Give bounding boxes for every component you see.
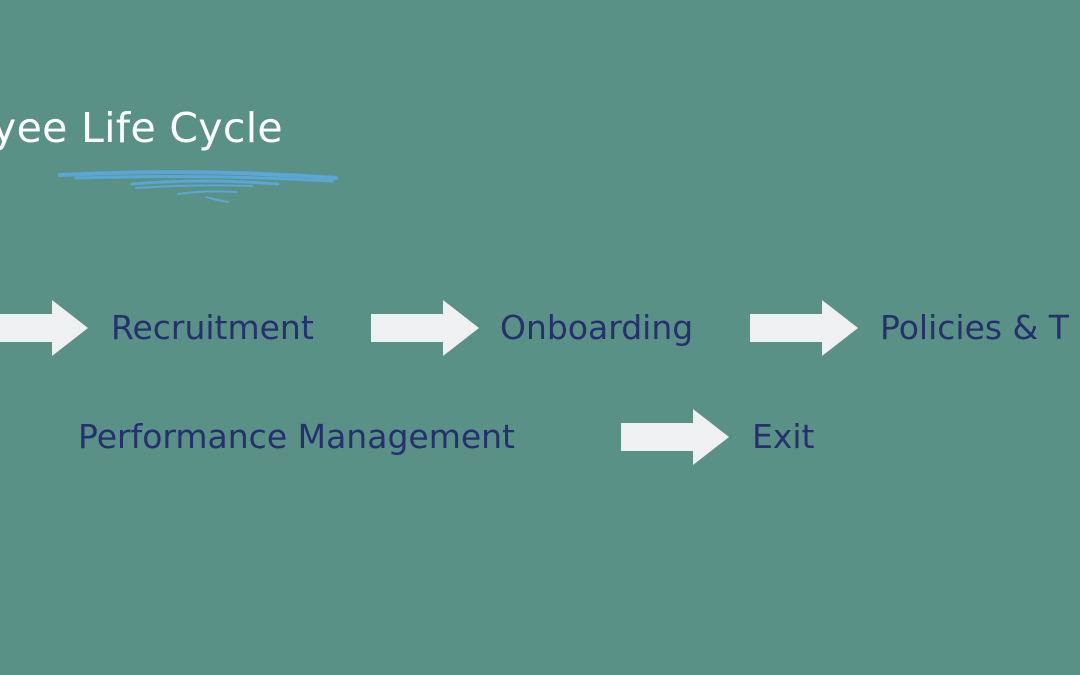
step-recruitment: Recruitment [111, 308, 314, 347]
step-onboarding: Onboarding [500, 308, 694, 347]
step-performance-management: Performance Management [78, 417, 515, 456]
diagram-title: yee Life Cycle [0, 104, 283, 152]
arrow-right-icon [0, 300, 88, 356]
arrow-right-icon [371, 300, 479, 356]
title-underline-stroke [58, 170, 338, 203]
step-exit: Exit [752, 417, 815, 456]
arrow-right-icon [750, 300, 858, 356]
step-policies: Policies & T [880, 308, 1069, 347]
arrow-right-icon [621, 409, 729, 465]
